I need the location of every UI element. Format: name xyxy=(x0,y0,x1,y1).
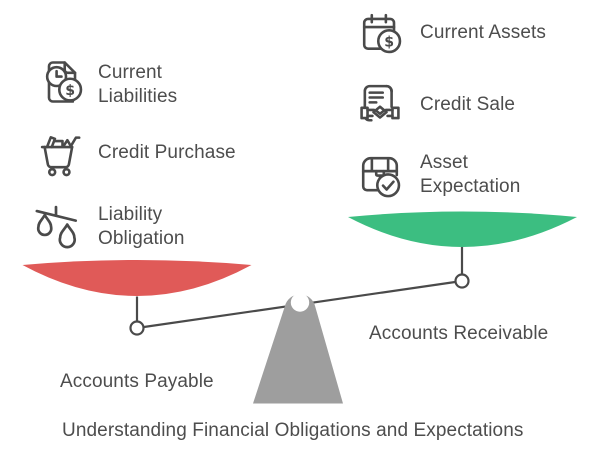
treasure-chest-check-icon xyxy=(361,156,401,198)
accounts-receivable-label: Accounts Receivable xyxy=(369,323,549,344)
label-liability-obligation: Liability Obligation xyxy=(98,204,185,249)
left-pivot-circle xyxy=(129,320,145,336)
right-pivot-circle xyxy=(454,273,470,289)
label-asset-expectation: Asset Expectation xyxy=(420,152,521,197)
contract-handshake-icon xyxy=(360,84,400,122)
scale-fulcrum xyxy=(253,294,343,404)
balance-scales-icon xyxy=(35,205,78,249)
label-current-assets: Current Assets xyxy=(420,22,547,43)
calendar-dollar-icon: $ xyxy=(362,13,402,54)
label-credit-purchase: Credit Purchase xyxy=(98,142,236,163)
accounts-payable-label: Accounts Payable xyxy=(60,371,214,392)
label-current-liabilities: Current Liabilities xyxy=(98,62,178,107)
right-scale-pan xyxy=(348,211,577,247)
fulcrum-hole xyxy=(290,293,310,312)
caption-title: Understanding Financial Obligations and … xyxy=(62,420,524,441)
svg-text:$: $ xyxy=(65,83,75,99)
shopping-cart-icon xyxy=(40,135,81,177)
label-credit-sale: Credit Sale xyxy=(420,94,516,115)
svg-text:$: $ xyxy=(384,34,394,50)
invoice-clock-dollar-icon: $ xyxy=(45,61,83,103)
left-scale-pan xyxy=(22,260,252,296)
